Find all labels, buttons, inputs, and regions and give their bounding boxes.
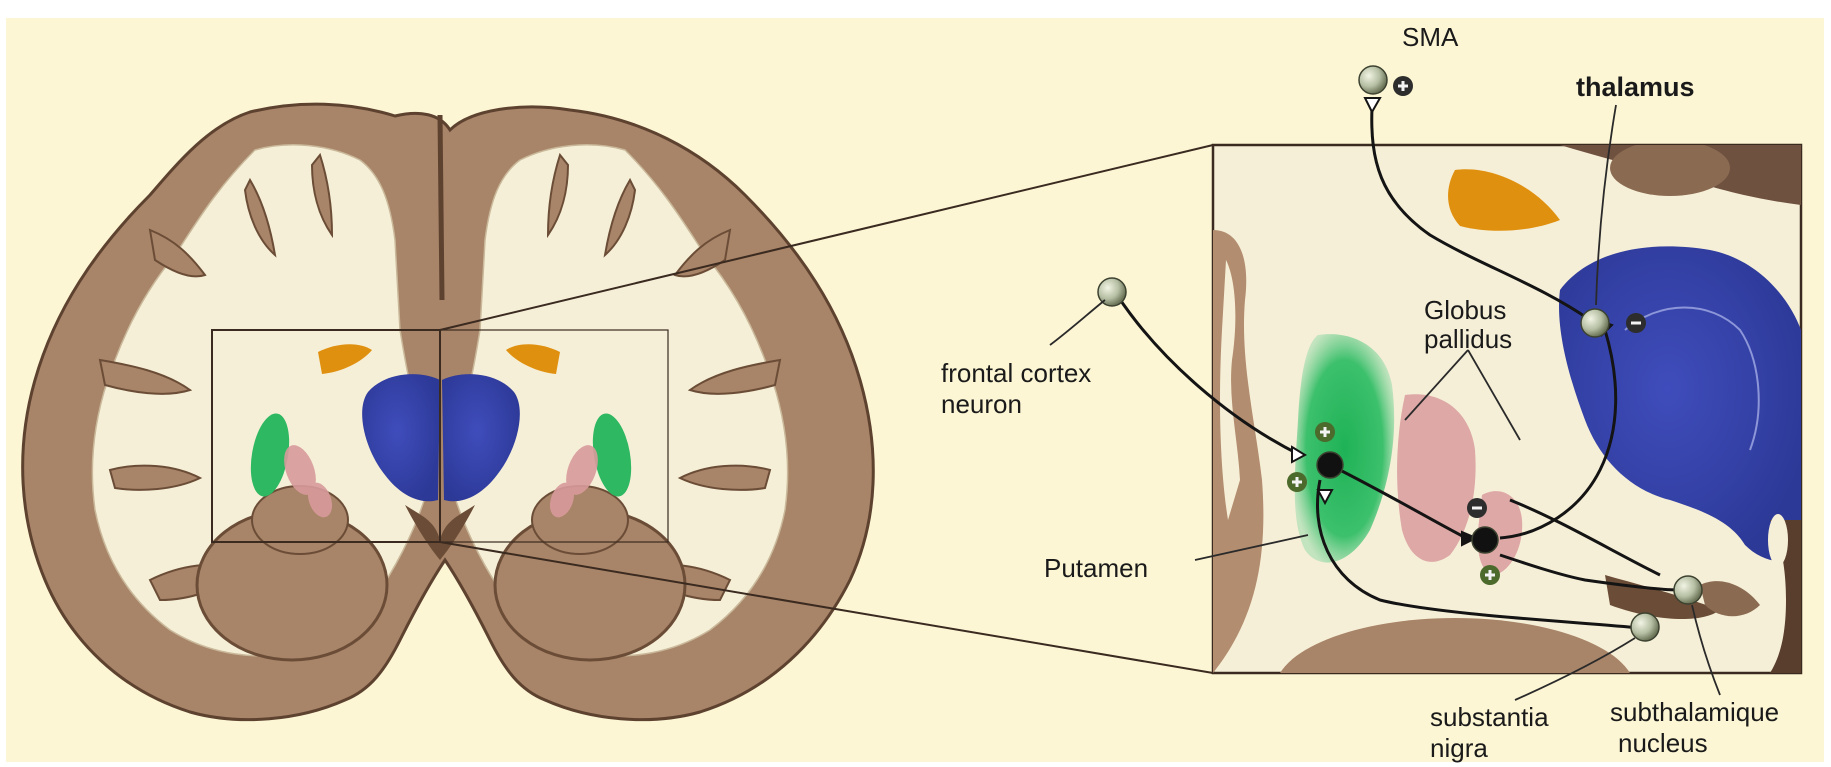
frontal-cortex-label-line2: neuron [941, 389, 1022, 419]
plus-icon [1393, 76, 1413, 96]
minus-icon [1467, 498, 1487, 518]
subthalamic-nucleus-label-line2: nucleus [1618, 729, 1708, 758]
minus-icon [1626, 313, 1646, 333]
thalamus-neuron [1581, 309, 1609, 337]
globus-pallidus-neuron [1472, 527, 1498, 553]
putamen-label: Putamen [1044, 553, 1148, 583]
subthalamic-neuron [1674, 576, 1702, 604]
longitudinal-fissure [440, 115, 442, 300]
substantia-nigra-neuron [1631, 613, 1659, 641]
globus-pallidus-label-line2: pallidus [1424, 325, 1512, 354]
substantia-nigra-label-line2: nigra [1430, 734, 1488, 763]
substantia-nigra-label-line1: substantia [1430, 703, 1549, 732]
plus-icon [1315, 422, 1335, 442]
sma-label: SMA [1402, 22, 1458, 52]
frontal-cortex-label-line1: frontal cortex [941, 358, 1091, 388]
sma-neuron [1359, 66, 1387, 94]
putamen-neuron [1317, 452, 1343, 478]
plus-icon [1287, 472, 1307, 492]
thalamus-label: thalamus [1576, 72, 1695, 102]
globus-pallidus-label-line1: Globus [1424, 296, 1506, 325]
plus-icon [1480, 565, 1500, 585]
subthalamic-nucleus-label-line1: subthalamique [1610, 698, 1779, 727]
zoom-panel [1213, 140, 1801, 762]
